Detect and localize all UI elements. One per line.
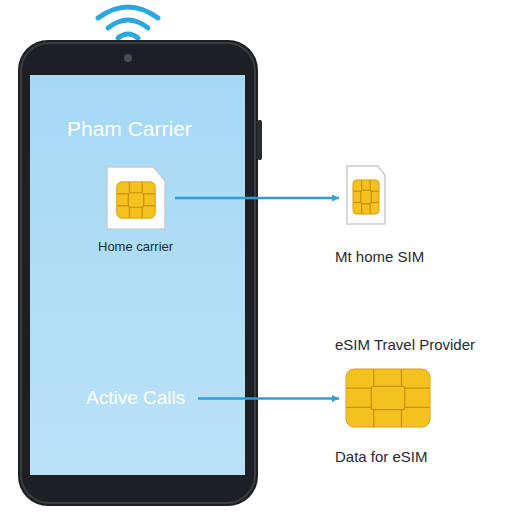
node-label: Mt home SIM xyxy=(335,248,424,266)
screen-panel: Home carrierActive Calls Pham Carrier xyxy=(30,75,245,475)
esim-chip: eSIM Travel ProviderData for eSIM xyxy=(345,368,431,428)
sim-card: Mt home SIM xyxy=(345,164,387,226)
camera xyxy=(124,54,132,62)
sim-outline xyxy=(107,167,165,229)
chip-contacts xyxy=(353,180,379,214)
sim-outline xyxy=(347,166,385,224)
phone-screen xyxy=(30,75,245,475)
side-button xyxy=(257,120,262,160)
chip-contacts xyxy=(346,369,430,427)
node-label: Active Calls xyxy=(86,387,188,410)
phone-rim xyxy=(21,43,255,503)
sim-card-shape xyxy=(105,165,167,231)
sim-card: Home carrier xyxy=(105,165,167,231)
connector-arrow xyxy=(175,197,339,200)
chip-contacts xyxy=(117,182,155,218)
calls-label-box: Active Calls xyxy=(84,385,190,412)
phone-body xyxy=(18,40,258,506)
connector-arrow xyxy=(198,397,339,400)
sim-card-shape xyxy=(345,164,387,226)
node-label: Pham Carrier xyxy=(67,116,245,141)
node-caption: Data for eSIM xyxy=(335,448,428,466)
node-label: Home carrier xyxy=(98,239,173,255)
node-label: eSIM Travel Provider xyxy=(335,336,475,354)
wifi-icon xyxy=(98,7,158,38)
chip-shape xyxy=(345,368,431,428)
